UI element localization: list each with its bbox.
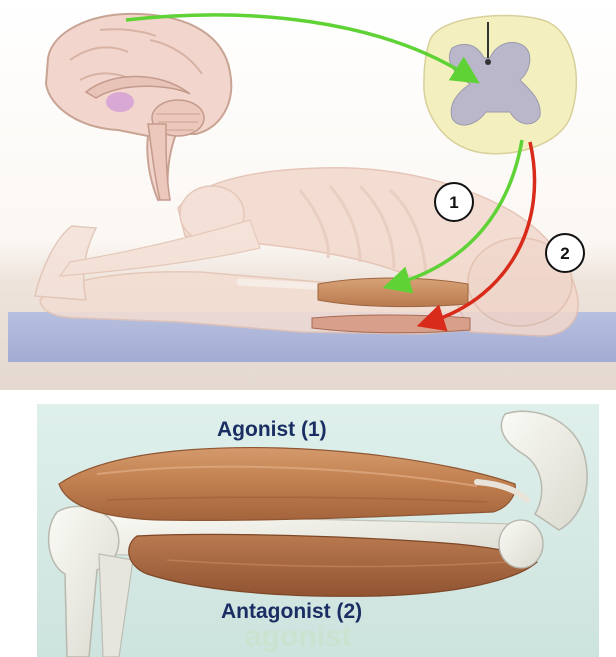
pathway-marker-2-label: 2 bbox=[560, 244, 569, 263]
neural-pathway-panel: 1 2 bbox=[0, 0, 616, 390]
agonist-muscle bbox=[318, 278, 468, 307]
motor-region bbox=[106, 92, 134, 112]
agonist-label: Agonist (1) bbox=[217, 418, 327, 442]
muscle-detail-panel: Agonist (1) agonist Antagonist (2) bbox=[37, 404, 599, 657]
watermark-text: agonist bbox=[245, 620, 352, 654]
pathway-marker-1-label: 1 bbox=[449, 193, 458, 212]
pathway-marker-1: 1 bbox=[435, 183, 473, 221]
neural-pathway-illustration: 1 2 bbox=[0, 0, 616, 390]
spinal-cord-cross-section bbox=[424, 16, 576, 154]
antagonist-label: Antagonist (2) bbox=[221, 600, 362, 624]
pathway-marker-2: 2 bbox=[546, 234, 584, 272]
